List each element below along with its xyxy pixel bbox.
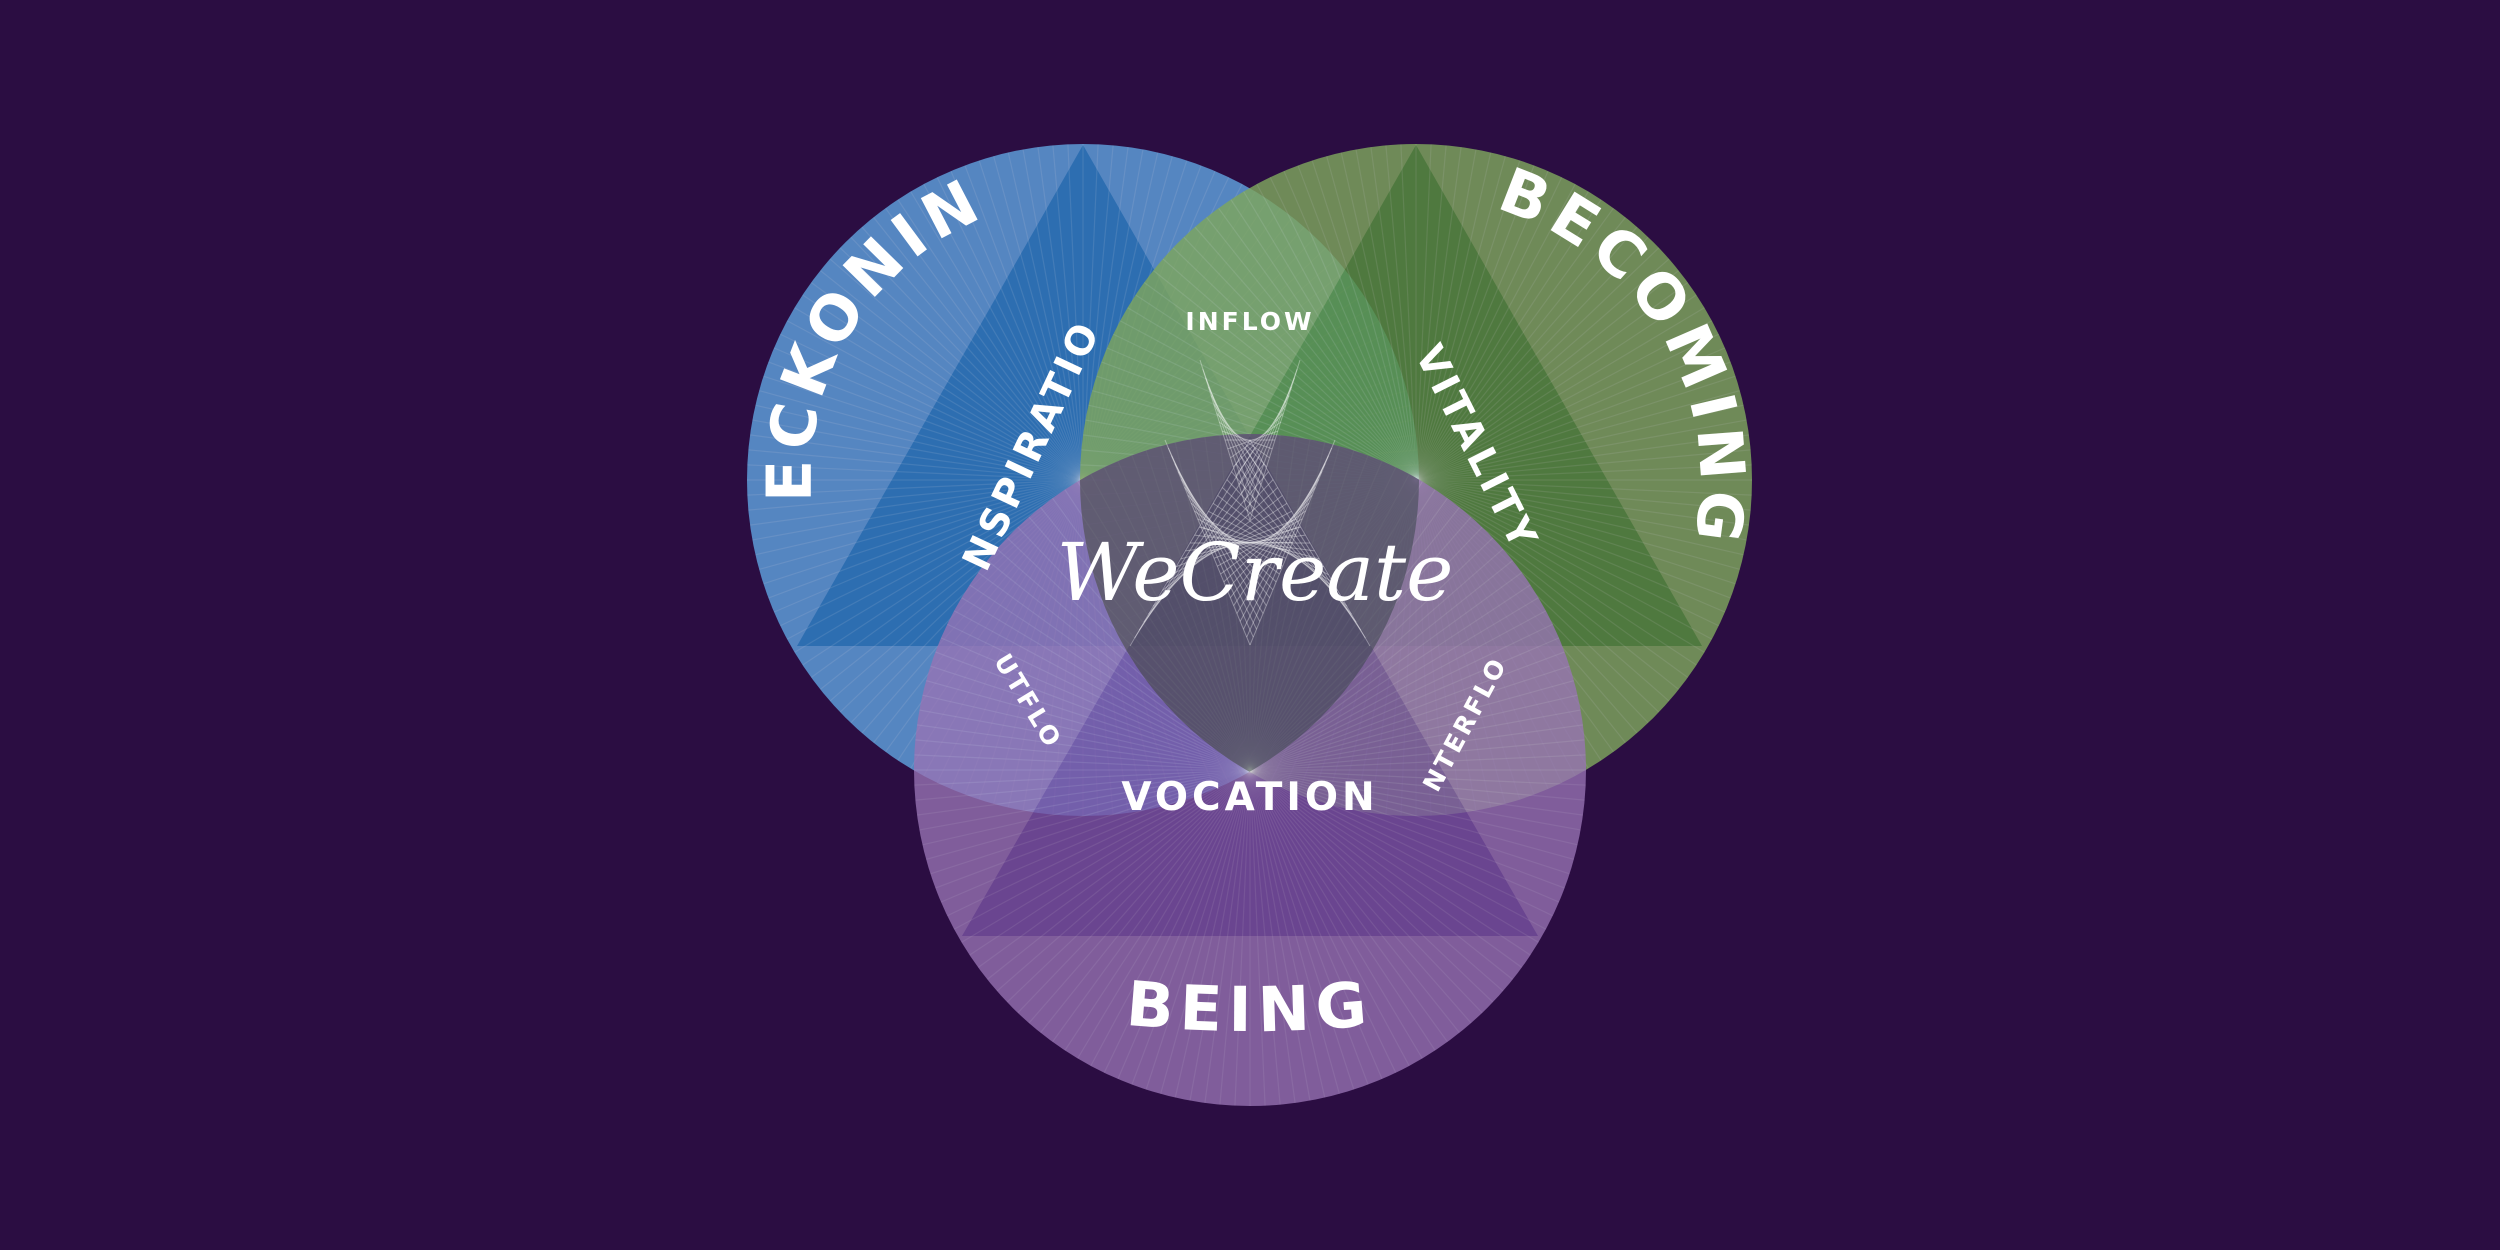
- vocation-label: VOCATION: [1121, 775, 1378, 820]
- center-title: WeCreate: [1056, 526, 1453, 619]
- being-label: BEING: [1124, 967, 1377, 1046]
- inflow-label: INFLOW: [1185, 307, 1314, 336]
